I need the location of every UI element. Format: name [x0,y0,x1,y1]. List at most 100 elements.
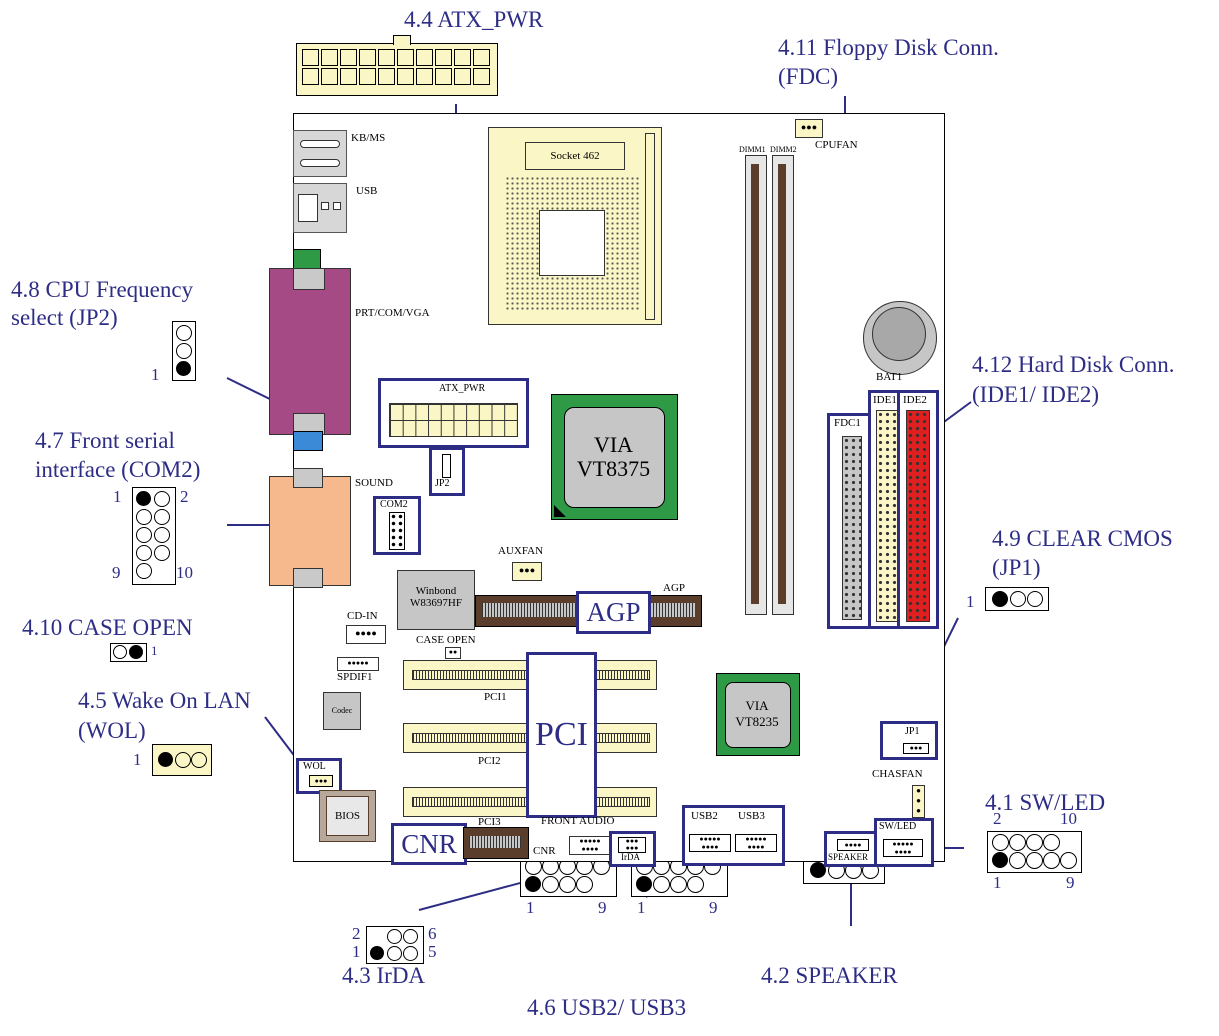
irda-pin1-label: 1 [352,942,361,961]
atx-power-connector-diagram [296,35,498,96]
north-bridge-line1: VIA [593,432,634,457]
wol-pin1-label: 1 [133,750,142,769]
ide2-label: IDE2 [903,394,927,406]
spdif1-label: SPDIF1 [337,671,373,683]
jp2-onboard-label: JP2 [435,478,450,489]
dimm2-slot [772,155,794,615]
north-bridge-line2: VT8375 [576,456,651,481]
spdif1-header: ●●●●● [337,657,379,671]
dimm2-label: DIMM2 [770,145,797,154]
pci1-label: PCI1 [484,691,507,703]
cd-in-label: CD-IN [347,610,378,622]
callout-hdd-line1: 4.12 Hard Disk Conn. [972,352,1175,377]
sw-led-pin9-label: 9 [1066,873,1075,892]
sw-led-pin1-label: 1 [993,873,1002,892]
ide2-connector: IDE2 [897,390,939,629]
usb-headers-onboard: USB2 USB3 ●●●●●●●●● ●●●●●●●●● [682,805,785,866]
pci-big-label: PCI [535,716,588,753]
codec-chip: Codec [323,692,361,730]
sw-led-pin-diagram [987,831,1082,873]
chasfan-label: CHASFAN [872,768,923,780]
com2-pin1-label: 1 [113,487,122,506]
callout-clear-cmos-line2: (JP1) [992,555,1041,580]
speaker-onboard-label: SPEAKER [828,852,869,862]
com2-onboard-label: COM2 [380,499,408,510]
ide1-label: IDE1 [873,394,897,406]
pci-label-box: PCI [526,652,597,818]
callout-wol-line2: (WOL) [78,718,146,743]
pci2-label: PCI2 [478,755,501,767]
winbond-chip: Winbond W83697HF [397,570,475,630]
cnr-big-label: CNR [401,828,457,859]
case-open-pin-diagram [110,643,147,662]
case-open-label: CASE OPEN [416,634,476,646]
jp2-pin1-label: 1 [151,365,160,384]
jp1-onboard-label: JP1 [905,726,920,737]
callout-cpu-frequency-line1: 4.8 CPU Frequency [11,277,194,302]
usb2-pin-diagram [520,855,617,897]
com2-pin9-label: 9 [112,563,121,582]
dimm1-slot [745,155,767,615]
bios-label: BIOS [334,810,361,822]
socket-label: Socket 462 [525,142,625,170]
sw-led-pin2-label: 2 [993,809,1002,828]
cpufan-label: CPUFAN [815,139,858,151]
irda-pin2-label: 2 [352,924,361,943]
usb2-onboard-label: USB2 [691,810,718,822]
pci3-label: PCI3 [478,816,501,828]
winbond-line2: W83697HF [410,597,462,609]
callout-com2-line2: interface (COM2) [35,457,201,482]
usb3-pin-diagram [631,855,728,897]
auxfan-label: AUXFAN [498,545,544,557]
callout-case-open: 4.10 CASE OPEN [22,615,193,640]
chasfan-header: ●●● [912,785,925,818]
callout-irda: 4.3 IrDA [342,963,426,988]
com2-onboard: COM2 [373,496,421,555]
callout-wol-line1: 4.5 Wake On LAN [78,688,251,713]
case-open-header: ●● [445,647,461,659]
battery [863,301,937,375]
case-open-pin1-label: 1 [151,643,158,658]
cnr-slot [463,827,529,859]
front-audio-header: ●●●●●●●●● [569,836,611,855]
sound-label: SOUND [355,477,393,489]
usb3-pin9-label: 9 [709,898,718,917]
irda-pin-diagram [366,926,424,964]
agp-big-label: AGP [586,597,641,627]
prt-com-vga-label: PRT/COM/VGA [355,307,430,319]
callout-atx-pwr: 4.4 ATX_PWR [404,7,544,32]
cpu-socket: Socket 462 [488,127,662,325]
sw-led-onboard: SW/LED ●●●●●●●●● [874,818,934,867]
irda-onboard-label: IrDA [621,852,640,862]
irda-onboard: ●●●●●● IrDA [609,831,656,867]
cd-in-header: ●●●● [346,625,386,644]
callout-speaker: 4.2 SPEAKER [761,963,898,988]
usb3-onboard-label: USB3 [738,810,765,822]
kb-ms-label: KB/MS [351,132,386,144]
fdc1-connector: FDC1 [827,413,872,629]
south-bridge-line1: VIA [745,698,769,713]
sound-port [269,468,351,588]
usb-port [293,183,347,233]
wol-onboard-label: WOL [303,761,326,772]
callout-clear-cmos-line1: 4.9 CLEAR CMOS [992,526,1173,551]
callout-fdc-line1: 4.11 Floppy Disk Conn. [778,35,999,60]
atx-pwr-onboard-label: ATX_PWR [439,383,486,394]
atx-pwr-onboard: ATX_PWR [378,378,529,448]
bios-chip: BIOS [319,790,376,842]
jp2-pin-diagram [172,321,196,381]
fdc1-label: FDC1 [834,417,861,429]
front-audio-label: FRONT AUDIO [541,815,615,827]
agp-small-label: AGP [663,582,686,594]
north-bridge-chip: VIA VT8375 [551,394,678,520]
usb2-pin1-label: 1 [526,898,535,917]
wol-pin-diagram [152,744,212,776]
bat1-label: BAT1 [876,371,903,383]
usb3-pin1-label: 1 [637,898,646,917]
callout-com2-line1: 4.7 Front serial [35,428,175,453]
jp1-onboard: JP1 ●●● [880,721,938,760]
agp-label-box: AGP [576,591,651,634]
callout-hdd-line2: (IDE1/ IDE2) [972,382,1100,407]
usb-label: USB [356,185,378,197]
callout-usb2-usb3: 4.6 USB2/ USB3 [527,995,687,1020]
